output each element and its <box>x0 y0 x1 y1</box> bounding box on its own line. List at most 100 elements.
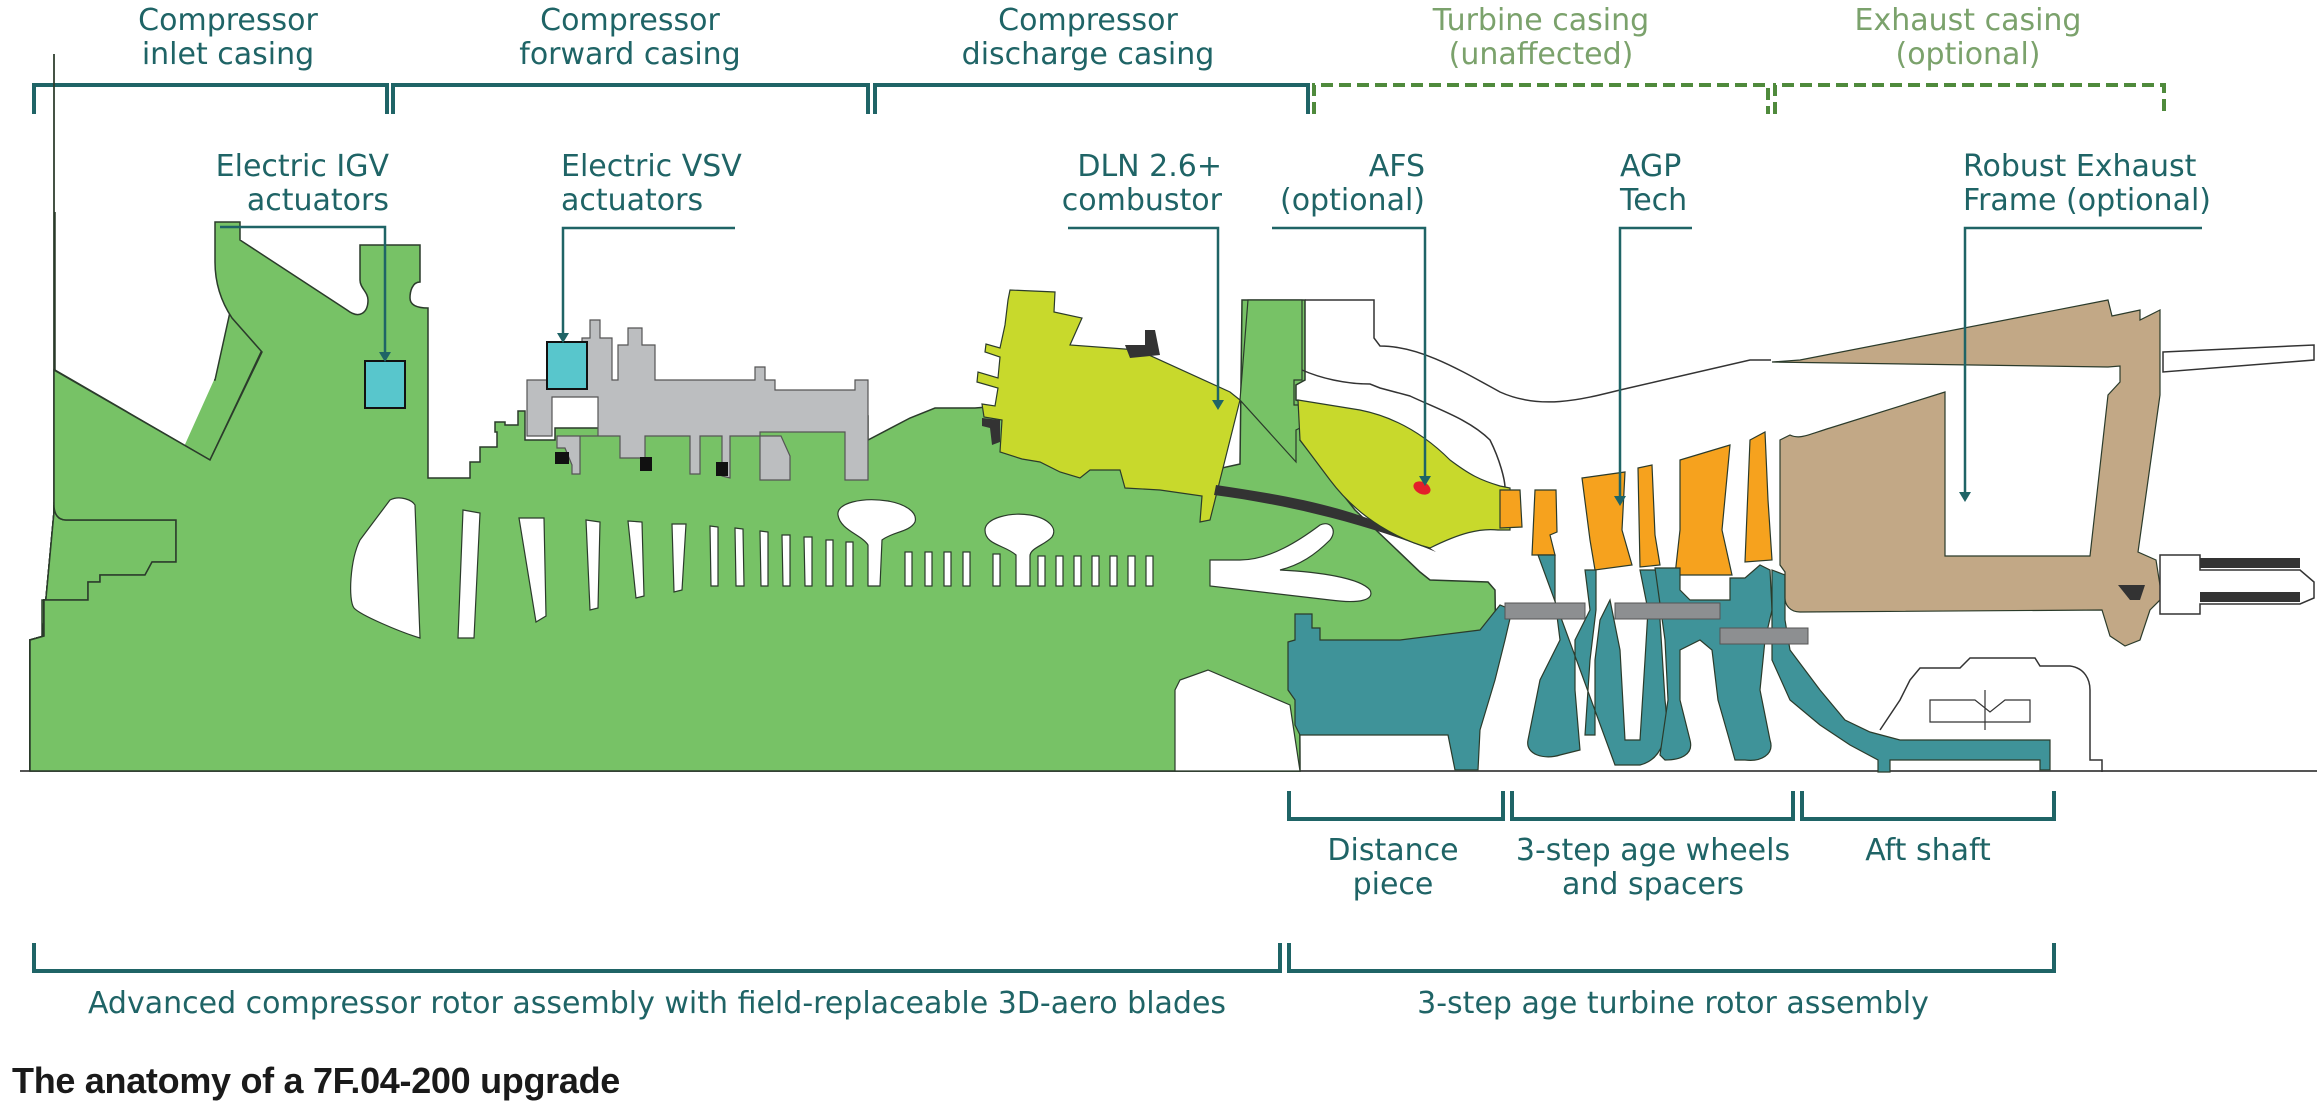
blade-slot <box>627 520 645 599</box>
bracket-exhaust-casing <box>1773 83 2166 114</box>
nozzle-stage-1 <box>1499 489 1523 529</box>
vsv-actuator <box>546 341 588 390</box>
arrowhead <box>1212 400 1224 410</box>
label-agp-tech: AGP Tech <box>1620 149 1688 218</box>
leader-exhaust-frame <box>1963 226 2202 496</box>
bleed-slot <box>837 499 916 587</box>
tie-bolt <box>1719 627 1809 645</box>
blade-slot <box>943 551 952 587</box>
label-distance-piece: Distance piece <box>1327 833 1459 902</box>
blade-slot <box>1037 555 1046 587</box>
turbine-casing-inner <box>1301 369 1506 489</box>
blade-slot <box>1145 555 1154 587</box>
afs-dot <box>1413 481 1431 495</box>
label-exhaust-casing: Exhaust casing (optional) <box>1854 3 2082 72</box>
bracket-compressor-forward-casing <box>391 83 870 114</box>
aft-bearing-inner <box>1929 690 2031 730</box>
label-compressor-inlet-casing: Compressor inlet casing <box>138 3 318 72</box>
label-compressor-rotor-assembly: Advanced compressor rotor assembly with … <box>87 986 1227 1021</box>
blade-slot <box>457 509 481 639</box>
bucket-stage-1 <box>1531 489 1558 556</box>
label-afs: AFS (optional) <box>1280 149 1425 218</box>
bracket-compressor-rotor-assembly <box>32 943 1282 973</box>
turbine-wheel-2 <box>1654 564 1773 761</box>
bracket-turbine-casing <box>1312 83 1770 114</box>
blade-slot <box>709 525 719 587</box>
bracket-compressor-discharge-casing <box>873 83 1310 114</box>
arrowhead <box>1614 496 1626 506</box>
turbine-casing-outline <box>1305 299 1771 403</box>
aft-bearing-outline <box>1879 657 2103 772</box>
exhaust-diffuser-extension <box>2162 344 2315 373</box>
combustor-dark-fitting-2 <box>982 418 1000 445</box>
turbine-blades <box>1499 431 1773 576</box>
leader-vsv <box>561 226 735 336</box>
label-electric-vsv-actuators: Electric VSV actuators <box>561 149 742 218</box>
bracket-distance-piece <box>1287 791 1505 821</box>
callout-leaders <box>220 225 2202 500</box>
seal-blocks <box>555 452 728 476</box>
bearing-part <box>2200 592 2300 602</box>
blade-slot <box>781 534 791 587</box>
compressor-rotor-gap <box>1174 669 1301 772</box>
arrowhead <box>557 333 569 343</box>
distance-piece <box>1287 604 1513 771</box>
bucket-stage-3 <box>1744 431 1773 563</box>
transition-piece-dark <box>1214 485 1436 552</box>
bracket-wheels-spacers <box>1510 791 1795 821</box>
label-electric-igv-actuators: Electric IGV actuators <box>215 149 389 218</box>
lower-brackets <box>1287 791 2056 821</box>
diffuser-slot <box>1209 523 1372 603</box>
blade-slot <box>992 553 1001 587</box>
blade-slot <box>759 530 769 587</box>
blade-slot <box>1109 555 1118 587</box>
tie-bolts <box>1504 602 1809 645</box>
bracket-turbine-rotor-assembly <box>1287 943 2056 973</box>
seal-block <box>640 457 652 471</box>
bottom-brackets <box>32 943 2056 973</box>
dln-combustor <box>976 289 1241 523</box>
arrowhead <box>1419 476 1431 486</box>
blade-slot <box>1073 555 1082 587</box>
bucket-stage-2 <box>1637 464 1661 568</box>
blade-slot <box>350 497 421 639</box>
blade-slot <box>671 523 687 593</box>
bracket-aft-shaft <box>1800 791 2056 821</box>
tie-bolt <box>1504 602 1586 620</box>
arrowhead <box>1959 492 1971 502</box>
nozzle-stage-2 <box>1581 471 1633 571</box>
bearing-dark-parts <box>2118 558 2300 602</box>
leader-dln <box>1068 226 1220 404</box>
seal-block <box>716 462 728 476</box>
label-robust-exhaust-frame: Robust Exhaust Frame (optional) <box>1963 149 2211 218</box>
blade-slot <box>1127 555 1136 587</box>
bearing-part <box>2200 558 2300 568</box>
arrowhead <box>379 352 391 362</box>
bleed-slot <box>984 513 1055 587</box>
blade-slot <box>1055 555 1064 587</box>
blade-slot <box>845 541 854 587</box>
label-compressor-forward-casing: Compressor forward casing <box>519 3 741 72</box>
blade-slot <box>924 551 933 587</box>
label-compressor-discharge-casing: Compressor discharge casing <box>961 3 1215 72</box>
bracket-compressor-inlet-casing <box>32 83 389 114</box>
seal-block <box>555 452 569 464</box>
exhaust-frame <box>1771 299 2163 647</box>
blade-slot <box>518 517 547 623</box>
igv-actuator <box>364 360 406 409</box>
aft-shaft <box>1771 569 2051 773</box>
blade-slot <box>585 519 601 611</box>
blade-slot <box>1091 555 1100 587</box>
tie-bolt <box>1614 602 1721 620</box>
callout-arrowheads <box>379 333 1971 506</box>
leader-afs <box>1272 226 1427 480</box>
figure-caption: The anatomy of a 7F.04-200 upgrade <box>12 1060 620 1101</box>
turbine-wheel-1 <box>1527 554 1667 766</box>
bearing-part <box>2118 585 2145 600</box>
top-brackets <box>32 83 2166 114</box>
label-turbine-casing: Turbine casing (unaffected) <box>1432 3 1650 72</box>
blade-slot <box>803 536 813 587</box>
compressor-blade-slots <box>350 497 1372 639</box>
label-dln-combustor: DLN 2.6+ combustor <box>1061 149 1222 218</box>
